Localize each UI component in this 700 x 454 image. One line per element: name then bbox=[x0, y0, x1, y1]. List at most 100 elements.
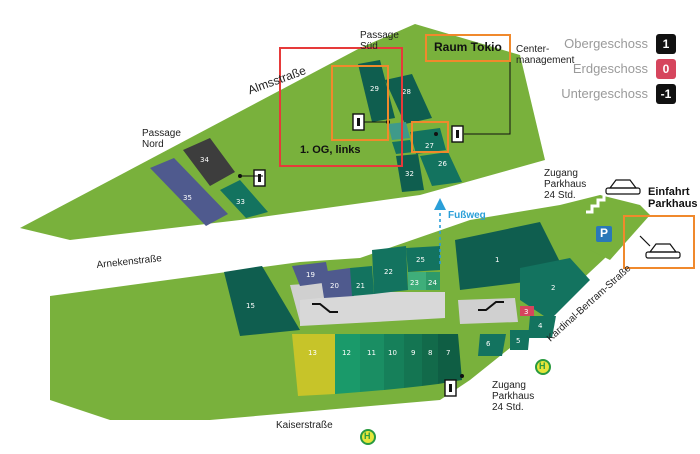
unit-10 bbox=[384, 334, 404, 390]
unit-11 bbox=[360, 334, 384, 392]
unit-23 bbox=[408, 272, 426, 290]
bus-stop-icon bbox=[535, 359, 551, 375]
unit-28 bbox=[385, 74, 432, 124]
unit-number-35: 35 bbox=[183, 194, 192, 202]
floor-note-label: 1. OG, links bbox=[300, 144, 361, 156]
center-management-leader-line bbox=[464, 48, 511, 135]
unit-number-7: 7 bbox=[446, 349, 450, 357]
legend-upper-label: Obergeschoss bbox=[564, 36, 648, 51]
unit-35 bbox=[150, 158, 228, 226]
elevator-icon bbox=[352, 113, 365, 131]
unit-number-2: 2 bbox=[551, 284, 555, 292]
fussweg-label: Fußweg bbox=[448, 210, 486, 221]
unit-number-25: 25 bbox=[416, 256, 425, 264]
ground-east-strip bbox=[590, 195, 650, 260]
unit-number-20: 20 bbox=[330, 282, 339, 290]
car-icon bbox=[605, 179, 641, 195]
room-tokio-label: Raum Tokio bbox=[434, 40, 502, 54]
unit-number-4: 4 bbox=[538, 322, 543, 330]
unit-number-22: 22 bbox=[384, 268, 393, 276]
unit-21 bbox=[350, 266, 374, 296]
bus-stop-letter: H bbox=[364, 431, 371, 441]
connector-dot bbox=[460, 374, 464, 378]
highlight-floor-box bbox=[279, 47, 403, 167]
unit-number-26: 26 bbox=[438, 160, 447, 168]
unit-number-23: 23 bbox=[410, 279, 419, 287]
connector-dot bbox=[238, 174, 242, 178]
unit-33 bbox=[220, 180, 268, 218]
unit-8 bbox=[422, 334, 438, 386]
unit-25 bbox=[406, 246, 440, 272]
elevator-icon bbox=[253, 169, 266, 187]
highlight-room-label-box bbox=[425, 34, 511, 62]
car-icon bbox=[645, 243, 681, 259]
escalator-icon bbox=[312, 303, 338, 313]
unit-number-21: 21 bbox=[356, 282, 365, 290]
legend-ground-badge: 0 bbox=[656, 59, 676, 79]
walkway-3 bbox=[458, 298, 518, 324]
unit-22 bbox=[372, 246, 408, 294]
entry-arrow-icon bbox=[639, 235, 651, 247]
parking-sign-icon bbox=[596, 226, 612, 242]
unit-number-27: 27 bbox=[425, 142, 434, 150]
legend-lower-badge: -1 bbox=[656, 84, 676, 104]
footpath-arrowhead-icon bbox=[434, 198, 446, 210]
unit-19 bbox=[292, 262, 330, 286]
stairs-icon bbox=[586, 194, 606, 214]
center-management-label: Center-management bbox=[516, 44, 575, 66]
unit-number-6: 6 bbox=[486, 340, 491, 348]
unit-13 bbox=[292, 334, 335, 396]
unit-number-13: 13 bbox=[308, 349, 317, 357]
unit-29 bbox=[358, 60, 395, 122]
street-kaiserstrasse: Kaiserstraße bbox=[276, 420, 333, 431]
unit-3 bbox=[520, 306, 534, 316]
unit-9 bbox=[404, 334, 422, 388]
unit-34 bbox=[183, 138, 235, 186]
unit-5 bbox=[510, 330, 530, 350]
unit-26 bbox=[420, 152, 462, 186]
unit-15 bbox=[224, 266, 300, 336]
unit-20 bbox=[320, 268, 354, 298]
unit-small bbox=[388, 122, 410, 140]
escalator-icon bbox=[478, 301, 504, 311]
ground-north bbox=[20, 24, 545, 240]
unit-number-5: 5 bbox=[516, 337, 520, 345]
unit-number-19: 19 bbox=[306, 271, 315, 279]
unit-12 bbox=[335, 334, 360, 394]
legend-upper-badge: 1 bbox=[656, 34, 676, 54]
unit-number-1: 1 bbox=[495, 256, 499, 264]
elevator-icon bbox=[451, 125, 464, 143]
unit-number-labels: 35 34 33 29 28 27 26 32 15 19 20 21 22 2… bbox=[183, 85, 555, 357]
unit-number-9: 9 bbox=[411, 349, 415, 357]
unit-24 bbox=[426, 272, 440, 290]
elevator-icon bbox=[444, 379, 457, 397]
unit-number-12: 12 bbox=[342, 349, 351, 357]
unit-number-29: 29 bbox=[370, 85, 379, 93]
unit-number-10: 10 bbox=[388, 349, 397, 357]
unit-number-3: 3 bbox=[524, 308, 528, 316]
bus-stop-letter: H bbox=[539, 361, 546, 371]
bus-stop-icon bbox=[360, 429, 376, 445]
unit-4 bbox=[528, 316, 556, 338]
parking-sign-letter: P bbox=[600, 226, 609, 240]
unit-7 bbox=[438, 334, 462, 384]
stairs-icon bbox=[494, 354, 514, 374]
unit-number-15: 15 bbox=[246, 302, 255, 310]
unit-number-34: 34 bbox=[200, 156, 209, 164]
highlight-parking-entry-box bbox=[623, 215, 695, 269]
unit-number-8: 8 bbox=[428, 349, 432, 357]
unit-6 bbox=[478, 334, 506, 356]
unit-27 bbox=[410, 128, 446, 154]
unit-number-24: 24 bbox=[428, 279, 437, 287]
unit-number-11: 11 bbox=[367, 349, 376, 357]
legend-lower-label: Untergeschoss bbox=[561, 86, 648, 101]
walkway-2 bbox=[300, 292, 445, 326]
highlight-unit-box bbox=[331, 65, 389, 141]
legend-ground-label: Erdgeschoss bbox=[572, 61, 648, 76]
